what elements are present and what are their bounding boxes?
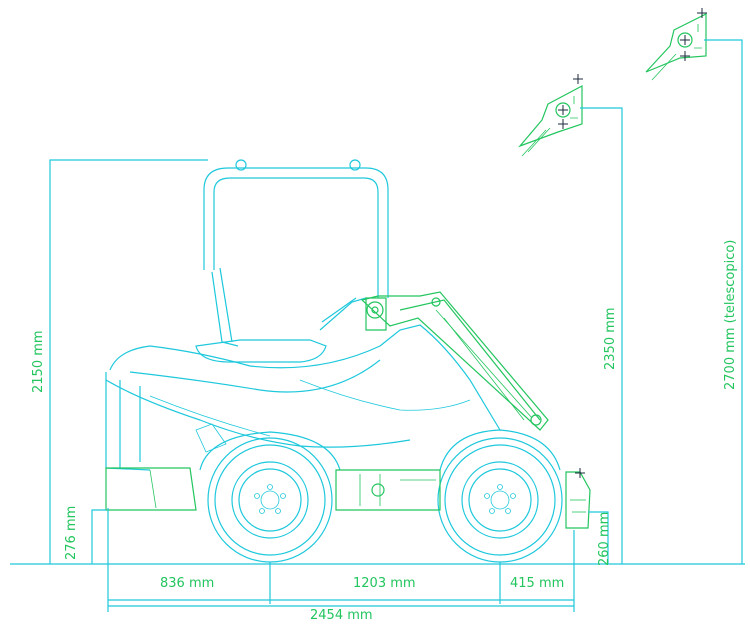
- overall-height-label: 2150 mm: [31, 330, 46, 393]
- overall-length-label: 2454 mm: [310, 608, 373, 623]
- telescopic-height-label: 2700 mm (telescopico): [723, 240, 738, 390]
- chassis-link: [335, 469, 441, 511]
- raised-attachment-2700: [645, 8, 707, 81]
- rear-counterweight: [105, 467, 197, 511]
- rear-overhang-label: 836 mm: [160, 576, 214, 591]
- raised-attachment-2350: [518, 74, 583, 157]
- rear-overhang-height-label: 276 mm: [64, 506, 79, 560]
- lift-height-label: 2350 mm: [603, 307, 618, 370]
- dimension-labels: 2150 mm 2350 mm 2700 mm (telescopico) 27…: [31, 240, 738, 623]
- wheelbase-label: 1203 mm: [353, 576, 416, 591]
- loader-body: [105, 159, 561, 471]
- front-wheel: [437, 437, 563, 563]
- front-pin-height-label: 260 mm: [597, 512, 612, 566]
- rear-wheel: [207, 437, 333, 563]
- dimension-lines: [49, 39, 743, 612]
- front-quick-attach: [565, 468, 591, 529]
- lift-arm: [360, 291, 549, 431]
- front-overhang-label: 415 mm: [510, 576, 564, 591]
